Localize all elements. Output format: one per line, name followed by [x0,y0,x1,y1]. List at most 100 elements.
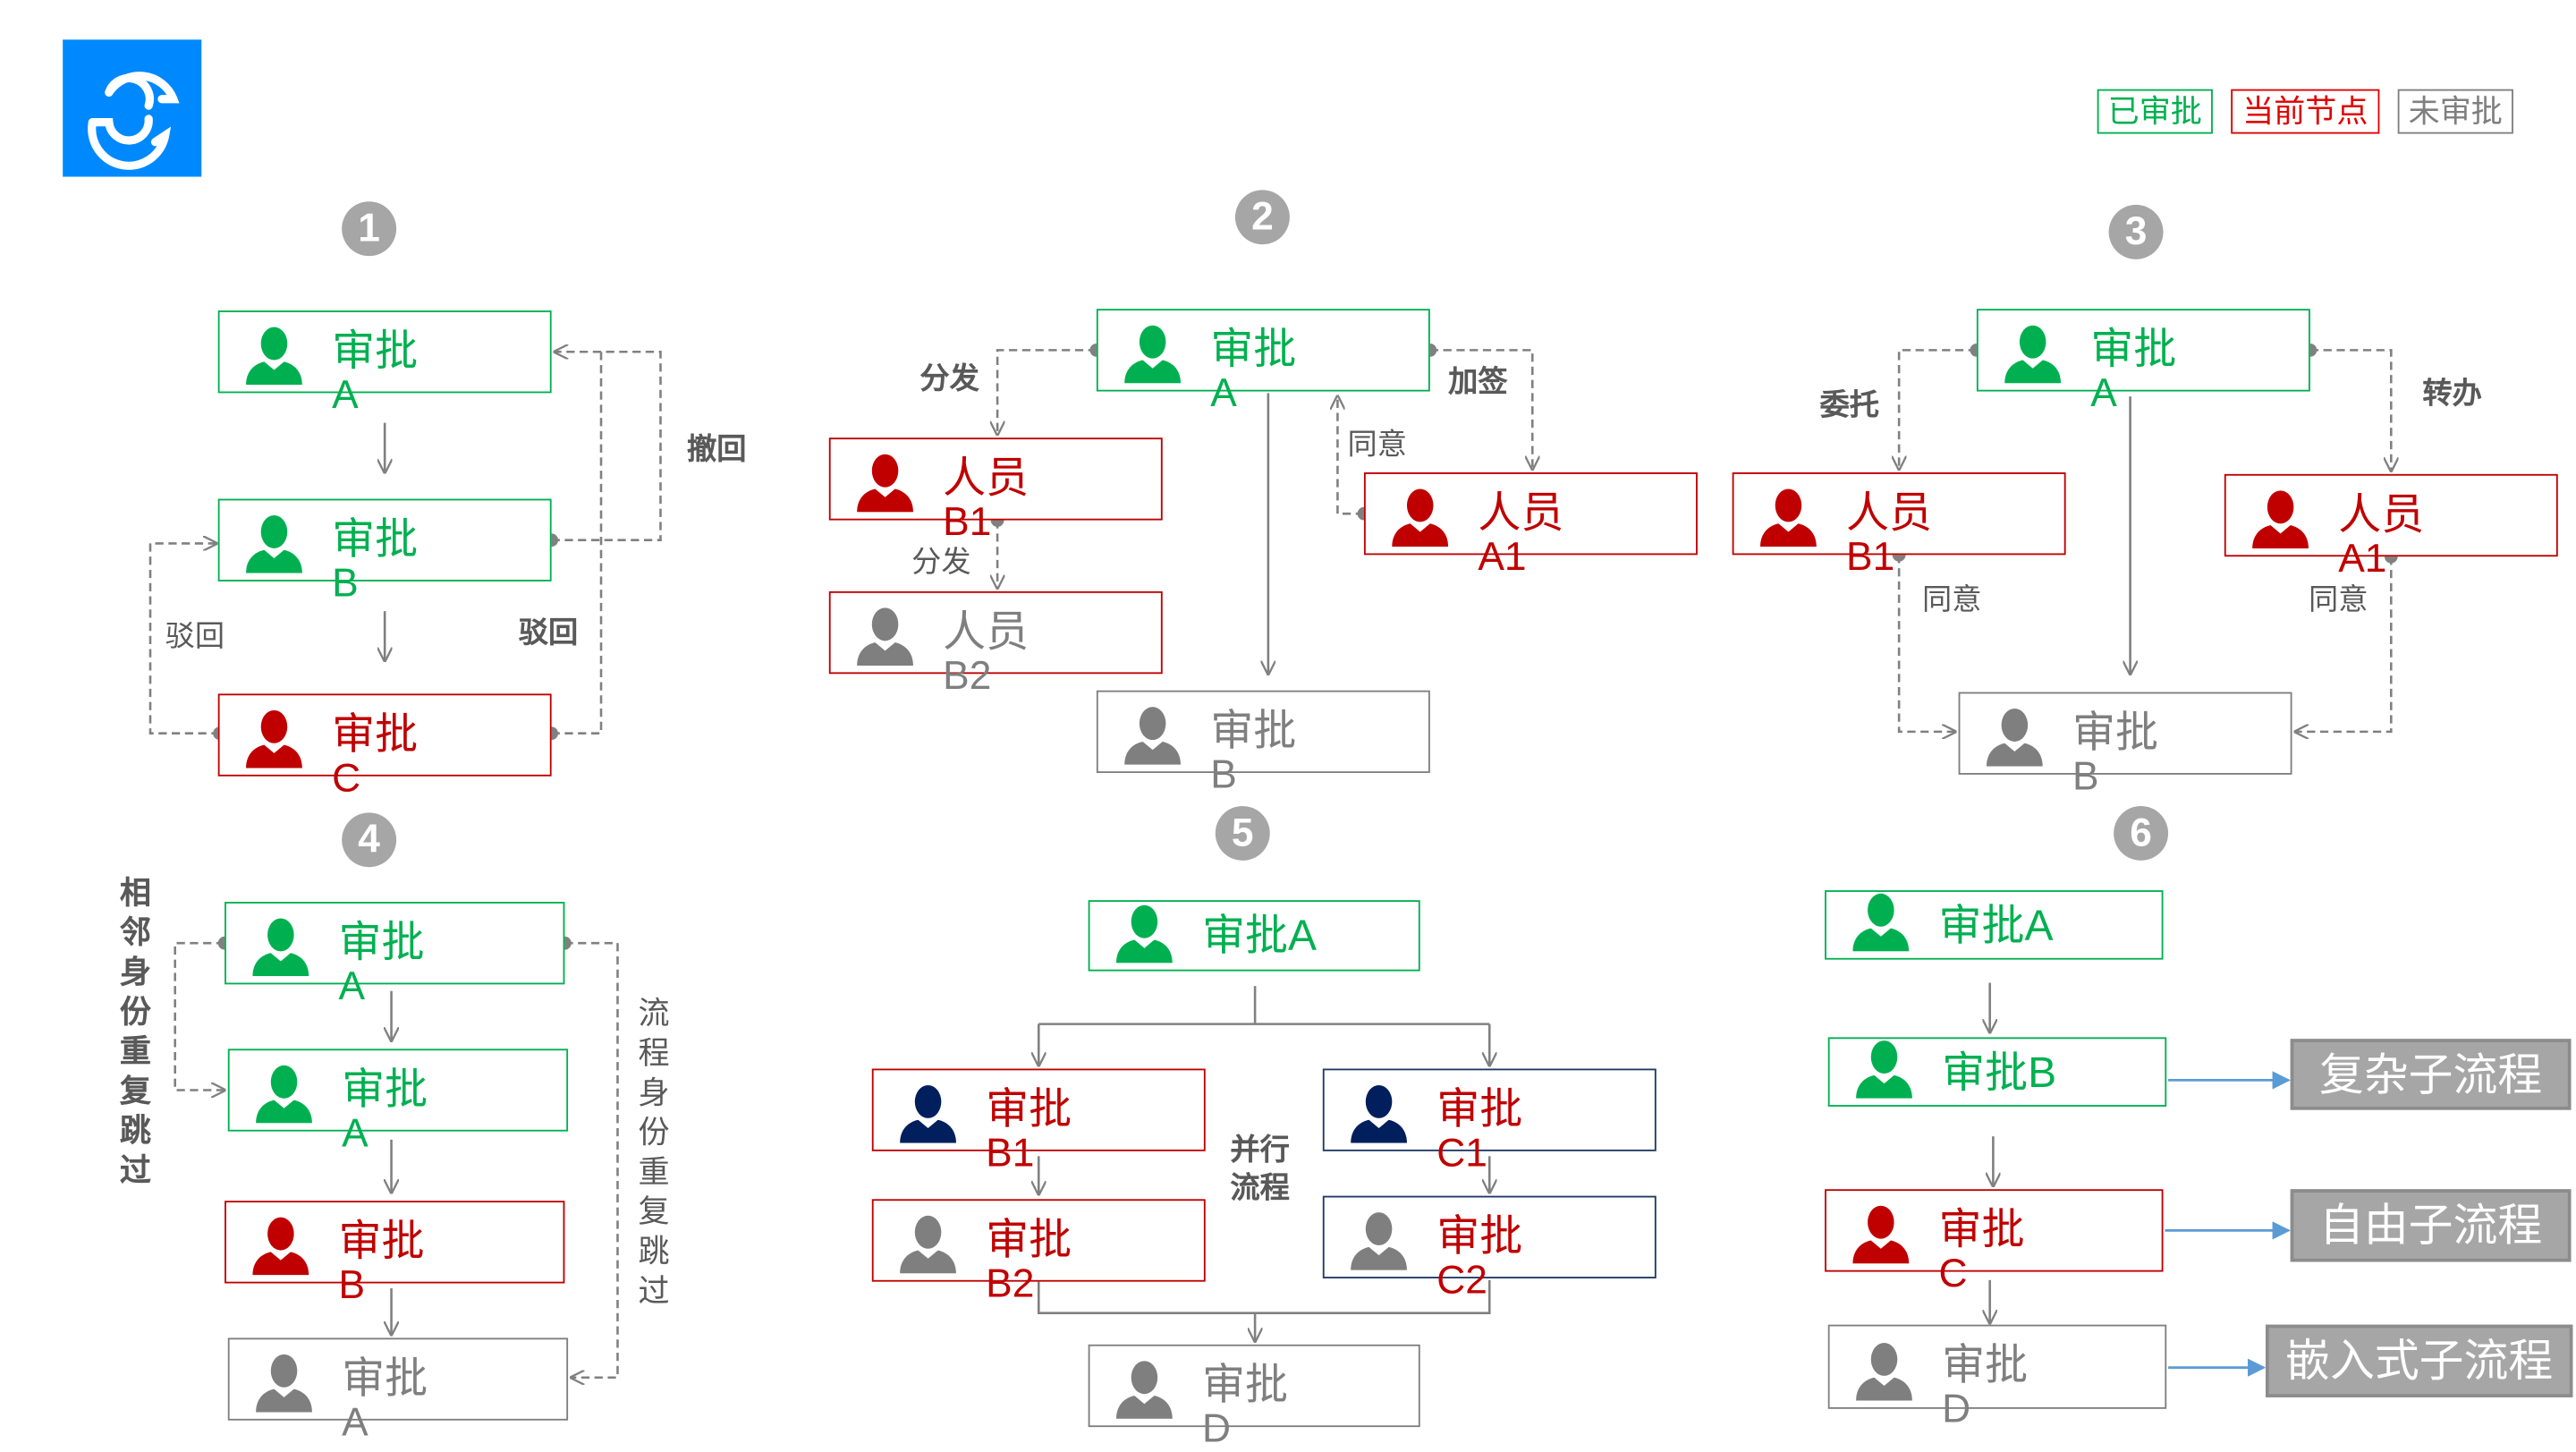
node-assignee: A [342,1400,369,1446]
person-icon [900,1084,956,1143]
section-number-badge: 2 [1234,190,1290,245]
reject-right-line [551,352,603,735]
label-parallel: 并行流程 [1230,1133,1290,1204]
person-icon [256,1354,312,1413]
person-icon [1351,1212,1407,1270]
person-icon [1124,707,1182,765]
section-number-badge: 6 [2114,805,2169,861]
label-entrust: 委托 [1819,387,1879,421]
node-title: 审批B [1942,1047,2057,1097]
label-reject-right: 驳回 [518,616,579,650]
person-icon [246,327,302,386]
node-title: 审批 [1436,1083,1523,1134]
withdraw-line [551,352,662,541]
person-icon [2252,490,2309,548]
split-line [1038,986,1490,1025]
node-assignee: C1 [1436,1131,1487,1176]
section-number-badge: 1 [342,201,397,257]
flow-node-s6b[interactable]: 审批B [1827,1037,2167,1107]
label-agree-3b: 同意 [2308,582,2368,616]
node-title: 审批 [332,325,419,376]
node-title: 审批A [1938,900,2054,950]
agree-3a-line [1897,555,1955,732]
node-assignee: C [1938,1252,1968,1297]
node-assignee: A [2090,371,2117,417]
node-title: 审批 [1202,1359,1289,1409]
label-reject-left: 驳回 [165,619,225,653]
section-number-badge: 4 [342,812,397,868]
node-title: 人员 [943,606,1030,656]
person-icon [1852,893,1910,952]
person-icon [857,454,913,513]
node-assignee: B [1210,752,1237,798]
person-icon [1116,904,1173,964]
node-assignee: C2 [1436,1258,1487,1303]
node-assignee: A1 [2338,537,2387,582]
subprocess-embedded[interactable]: 嵌入式子流程 [2265,1324,2573,1397]
node-title: 审批 [338,1215,425,1266]
person-icon [252,1217,309,1276]
skip-adjacent-line [174,941,225,1090]
person-icon [1986,709,2043,767]
person-icon [1124,325,1182,384]
label-agree-3a: 同意 [1921,582,1982,616]
node-assignee: C [332,756,361,802]
node-title: 人员 [1846,487,1933,538]
person-icon [1116,1361,1173,1419]
person-icon [1760,488,1817,548]
app-logo [63,39,202,177]
node-title: 审批 [986,1083,1072,1134]
node-assignee: B2 [986,1261,1035,1307]
flow-node-s5a[interactable]: 审批A [1088,900,1420,972]
node-assignee: A [342,1111,369,1157]
node-title: 审批 [342,1353,428,1403]
person-icon [1856,1040,1912,1099]
logo-icon [88,72,180,170]
flow-node-s6a[interactable]: 审批A [1825,890,2164,960]
person-icon [1852,1205,1910,1264]
subprocess-complex[interactable]: 复杂子流程 [2290,1039,2572,1110]
node-title: 审批 [1210,705,1297,755]
subprocess-free[interactable]: 自由子流程 [2290,1189,2572,1262]
node-title: 审批 [342,1063,428,1114]
skip-process-line [564,941,619,1378]
node-assignee: B [338,1263,366,1309]
node-assignee: B [332,561,359,607]
person-icon [252,918,309,977]
label-distribute2: 分发 [911,545,971,579]
label-withdraw: 撤回 [687,432,747,466]
person-icon [900,1215,956,1274]
node-title: 审批 [338,916,425,967]
legend-item: 未审批 [2397,89,2513,134]
section-number-badge: 5 [1215,805,1270,861]
node-title: 审批A [1202,910,1318,960]
label-add-sign: 加签 [1448,365,1508,398]
legend-item: 当前节点 [2231,89,2380,134]
node-assignee: A1 [1478,535,1527,581]
entrust-line [1899,349,1977,469]
